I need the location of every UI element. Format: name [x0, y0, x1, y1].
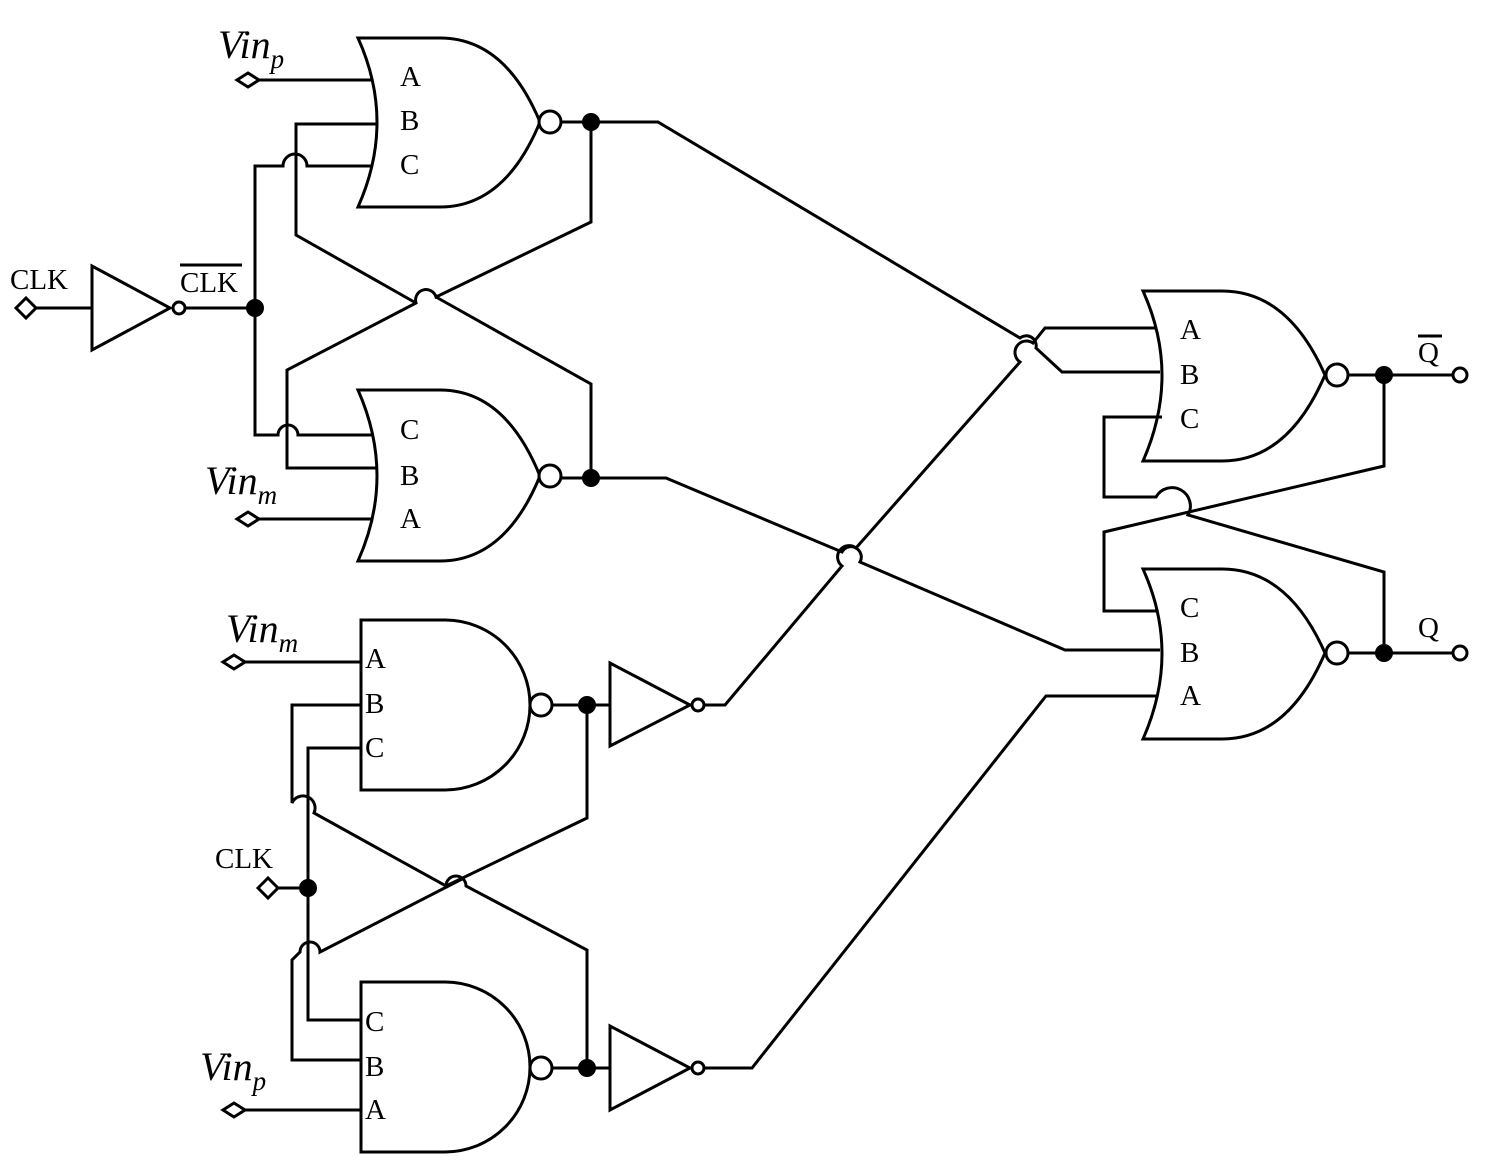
nand2-pin-a: A	[365, 1094, 386, 1126]
clk-input-label: CLK	[10, 264, 68, 296]
q-output-port	[1451, 644, 1469, 662]
vin-p-bottom-port	[220, 1101, 248, 1119]
inverter-2	[608, 1023, 706, 1113]
nor2-output-junction	[582, 469, 600, 487]
nand-gate-2: C B A	[359, 980, 554, 1154]
vin-p-top-port	[234, 71, 262, 89]
nand2-output-junction	[578, 1059, 596, 1077]
clk-bar-label: CLK	[180, 267, 238, 299]
clk-inverter	[90, 263, 187, 353]
nor3-pin-c: C	[1180, 403, 1199, 435]
q-bar-output-port	[1451, 366, 1469, 384]
q-label: Q	[1418, 612, 1439, 644]
nor-gate-2: C B A	[355, 388, 563, 563]
nor1-pin-a: A	[400, 61, 421, 93]
nor-gate-1: A B C	[355, 36, 563, 209]
nand2-pin-c: C	[365, 1006, 384, 1038]
nand-gate-1: A B C	[359, 618, 554, 792]
inverter-1	[608, 660, 706, 749]
clk-lower-label: CLK	[215, 843, 273, 875]
nor4-pin-c: C	[1180, 592, 1199, 624]
nor1-pin-b: B	[400, 105, 419, 137]
nor3-pin-b: B	[1180, 359, 1199, 391]
vin-m-bottom-port	[220, 653, 248, 671]
nand1-pin-b: B	[365, 688, 384, 720]
nand1-pin-a: A	[365, 643, 386, 675]
nor-gate-4: C B A	[1140, 567, 1350, 741]
nor1-pin-c: C	[400, 149, 419, 181]
nor2-pin-a: A	[400, 503, 421, 535]
nor4-pin-a: A	[1180, 680, 1201, 712]
vin-m-top-label: Vinm	[205, 458, 277, 510]
clk-input-port	[13, 295, 39, 321]
vin-m-bottom-label: Vinm	[226, 606, 298, 658]
q-junction	[1375, 644, 1393, 662]
q-bar-label: Q	[1418, 337, 1439, 369]
nand2-pin-b: B	[365, 1051, 384, 1083]
nand1-pin-c: C	[365, 732, 384, 764]
nor3-pin-a: A	[1180, 314, 1201, 346]
nor-gate-3: A B C	[1140, 289, 1350, 463]
nor2-pin-c: C	[400, 414, 419, 446]
vin-p-top-label: Vinp	[218, 22, 284, 74]
nor4-pin-b: B	[1180, 637, 1199, 669]
vin-p-bottom-label: Vinp	[200, 1044, 266, 1096]
vin-m-top-port	[234, 510, 262, 528]
nor2-pin-b: B	[400, 460, 419, 492]
clk-lower-port	[255, 875, 281, 901]
